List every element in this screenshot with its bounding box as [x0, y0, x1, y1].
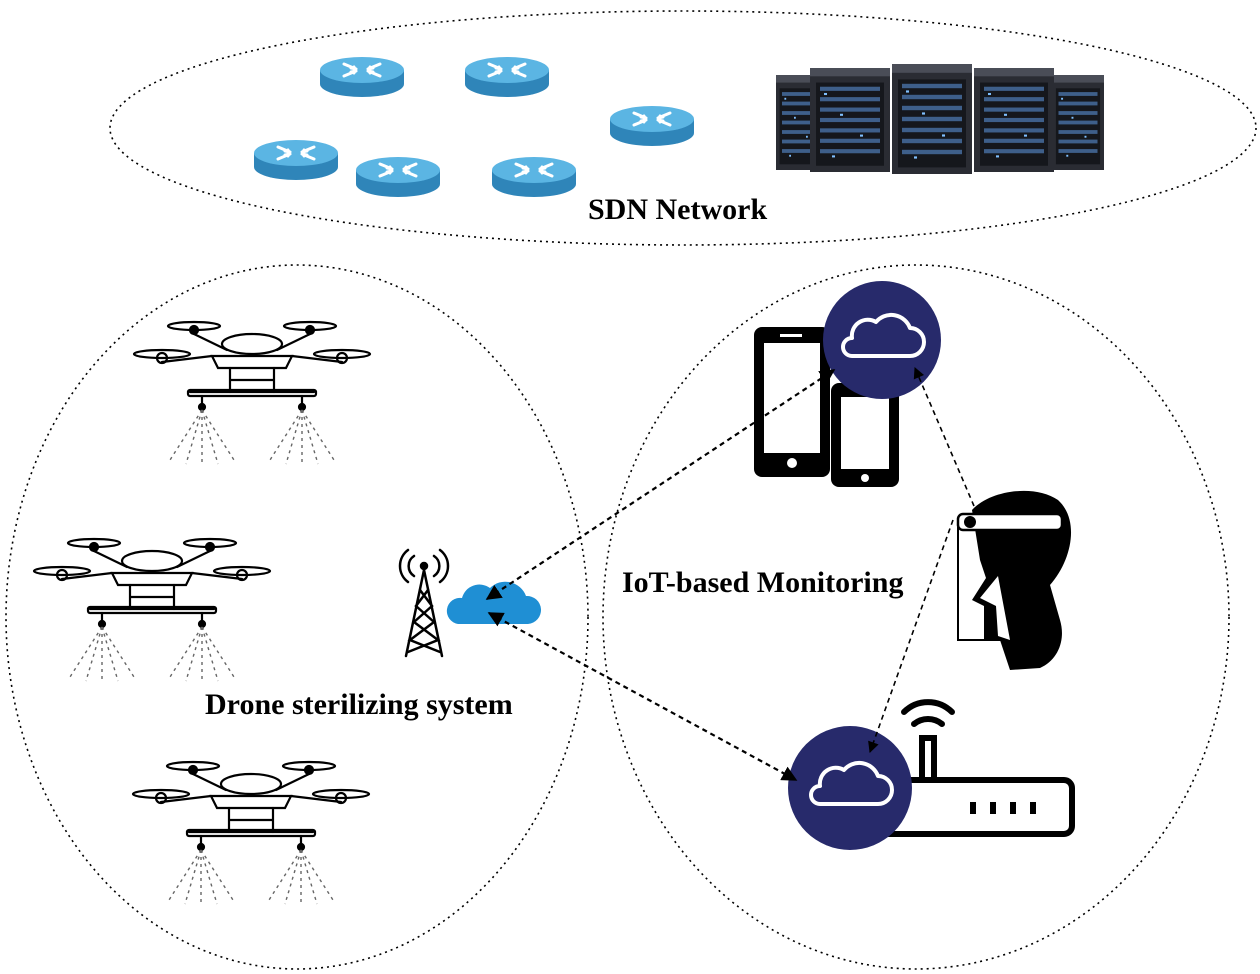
drone-icon [132, 320, 372, 467]
drone-icon [32, 537, 272, 684]
server-rack-icon [776, 64, 1104, 174]
smartphone-icon [754, 327, 830, 477]
router-icon [490, 155, 578, 199]
cloud-icon [446, 581, 542, 624]
iot-monitoring-label: IoT-based Monitoring [622, 566, 904, 599]
cloud-icon [788, 726, 912, 850]
sdn-network-region [109, 10, 1257, 246]
router-icon [608, 104, 696, 148]
router-icon [354, 155, 442, 199]
router-icon [318, 55, 406, 99]
sdn-network-label: SDN Network [588, 193, 768, 226]
wifi-router-icon [880, 699, 1075, 837]
smartphone-icon [831, 383, 899, 487]
cloud-icon [823, 281, 941, 399]
router-icon [252, 138, 340, 182]
router-icon [463, 55, 551, 99]
drone-system-label: Drone sterilizing system [205, 688, 513, 721]
cell-tower-icon [398, 548, 450, 658]
connection-arrows [485, 366, 975, 781]
face-shield-person-icon [956, 490, 1072, 670]
drone-icon [131, 760, 371, 907]
